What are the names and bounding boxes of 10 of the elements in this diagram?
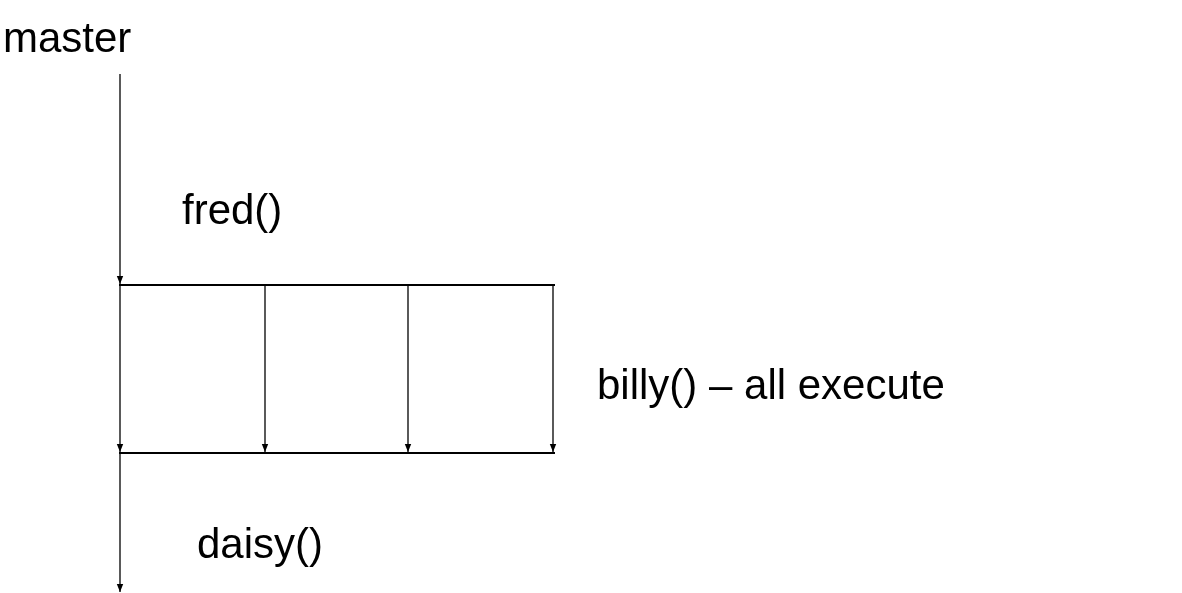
call-label: fred() xyxy=(182,186,283,234)
thread-label: master xyxy=(3,14,211,62)
call-label: daisy() xyxy=(197,520,324,568)
arrow xyxy=(116,453,124,593)
arrow xyxy=(261,285,269,453)
call-label: billy() – all execute xyxy=(597,361,945,409)
arrow xyxy=(549,285,557,453)
arrow xyxy=(116,285,124,453)
arrow xyxy=(404,285,412,453)
arrow xyxy=(116,73,124,285)
